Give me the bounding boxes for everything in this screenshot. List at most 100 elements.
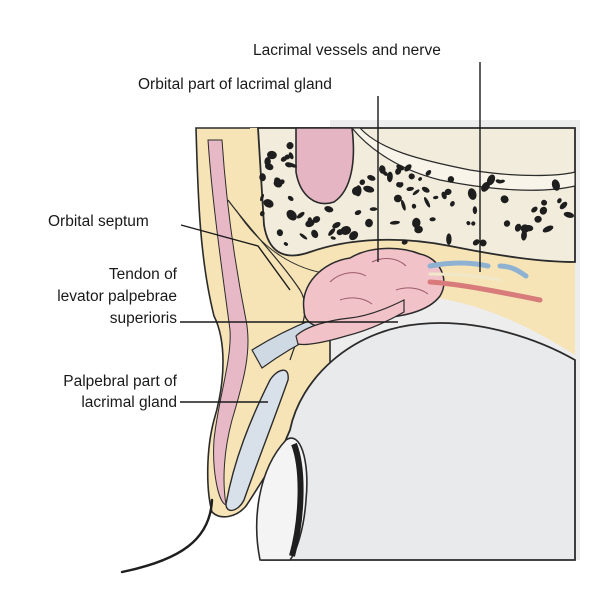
bone-spot <box>389 220 400 225</box>
bone-spot <box>340 226 352 235</box>
bone-spot <box>354 210 362 216</box>
bone-spot <box>324 206 334 213</box>
label-lacrimal-vessels-nerve: Lacrimal vessels and nerve <box>253 42 441 59</box>
bone-spot <box>406 186 414 191</box>
bone-spot <box>349 231 359 241</box>
bone-spot <box>557 198 562 204</box>
bone-spot <box>288 152 294 160</box>
bone-spot <box>280 156 287 162</box>
bone-spot <box>332 221 341 229</box>
bone-spot <box>481 181 490 192</box>
bone-spot <box>450 201 455 207</box>
bone-spot <box>379 165 386 174</box>
bone-spot <box>259 173 266 182</box>
leader-orbital-septum <box>180 224 291 291</box>
bone-spot <box>287 162 297 168</box>
bone-spot <box>563 211 575 218</box>
bone-spot <box>367 175 376 181</box>
bone-spot <box>412 189 420 196</box>
frontal-sinus <box>295 127 355 205</box>
bone-spot <box>500 195 509 204</box>
bone-spot <box>274 177 282 186</box>
label-palpebral-line1: Palpebral part of <box>63 373 177 390</box>
gland-lobules <box>329 258 429 305</box>
bone-spot <box>503 220 511 227</box>
bone-spot <box>355 185 362 197</box>
bone-spot <box>421 186 430 193</box>
bone-spot <box>404 164 412 172</box>
label-orbital-septum: Orbital septum <box>48 213 149 230</box>
tarsal-plate <box>225 369 289 511</box>
bone-spot <box>260 193 264 202</box>
bone-spot <box>265 163 274 171</box>
bone-spot <box>429 217 436 222</box>
bone-spot <box>287 195 294 201</box>
bone-spot <box>259 210 265 217</box>
bone-spot <box>386 171 393 183</box>
label-tendon-line2: levator palpebrae <box>57 288 177 305</box>
bone-spot <box>539 206 548 215</box>
cornea <box>255 437 308 561</box>
iris <box>289 442 304 557</box>
bone-spot <box>286 209 297 221</box>
bone-spot <box>359 179 366 186</box>
bone-spot <box>401 199 406 211</box>
eyelash <box>120 498 214 574</box>
bone-spot <box>466 221 471 226</box>
bone-spot <box>267 150 277 160</box>
bone-spot <box>446 233 452 246</box>
bone-spot <box>559 201 568 210</box>
bone-spot <box>495 179 502 184</box>
bone-spot <box>365 218 373 228</box>
bone-spot <box>467 188 477 200</box>
lacrimal-vein-2 <box>497 263 529 279</box>
lacrimal-vein <box>427 260 491 269</box>
bone-spot <box>276 229 284 237</box>
bone-spot <box>479 239 487 247</box>
bone-spot <box>424 197 431 208</box>
bone-spot <box>363 185 375 193</box>
bone-spot <box>299 233 308 240</box>
bone-spot <box>418 177 422 181</box>
bone-spot <box>531 206 538 213</box>
bone-spot <box>286 142 294 150</box>
bone-spot <box>283 242 289 246</box>
lacrimal-nerve <box>428 272 502 282</box>
bone-spot <box>307 217 312 223</box>
bone-spot <box>393 194 402 203</box>
bone-spot <box>401 239 408 245</box>
bone-spot <box>433 195 439 200</box>
bone-spot <box>412 217 421 228</box>
bone-spot <box>312 216 321 223</box>
bone-spot <box>369 207 378 211</box>
bone-spot <box>408 173 415 180</box>
label-orbital-part-lacrimal-gland: Orbital part of lacrimal gland <box>138 76 332 93</box>
bone-spot <box>534 215 542 223</box>
bone-spot <box>336 229 344 236</box>
bone-spot <box>520 224 530 233</box>
bone-spot <box>411 203 417 209</box>
bone-trabeculae <box>259 142 575 247</box>
bone-spot <box>444 188 452 196</box>
bone-spot <box>414 225 423 234</box>
bone-spot <box>425 169 432 176</box>
bone-spot <box>328 228 336 236</box>
bone-spot <box>330 236 336 240</box>
bone-spot <box>521 230 527 241</box>
bone-spot <box>263 199 274 208</box>
bone-spot <box>541 199 548 206</box>
bone-spot <box>296 211 305 219</box>
bone-spot <box>542 225 554 233</box>
label-tendon-line3: superioris <box>109 310 177 327</box>
bone-spot <box>396 181 402 188</box>
bone-spot <box>551 179 560 191</box>
label-tendon-line1: Tendon of <box>108 266 177 283</box>
bone-spot <box>447 176 455 183</box>
label-palpebral-line2: lacrimal gland <box>81 394 177 411</box>
bone-spot <box>514 223 522 232</box>
bone-spot <box>305 219 315 228</box>
bone-spot <box>311 229 319 239</box>
bone-spot <box>395 167 402 175</box>
bone-spot <box>472 206 478 215</box>
